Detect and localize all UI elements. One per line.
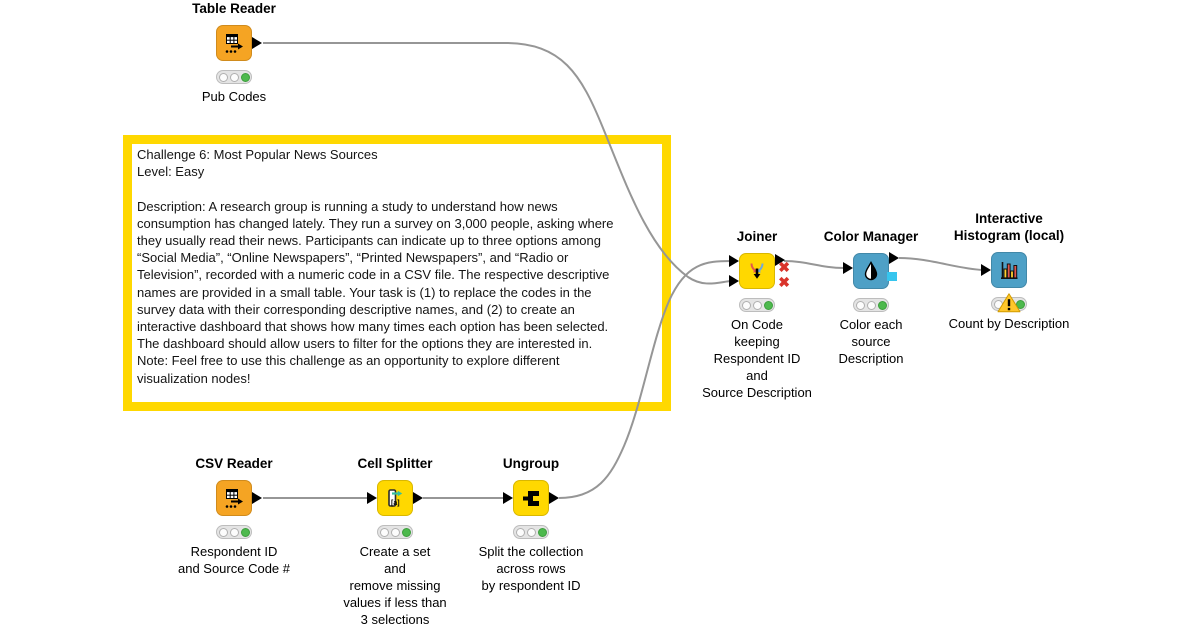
ungroup-body[interactable] xyxy=(503,480,559,516)
output-port[interactable] xyxy=(549,492,559,504)
histogram-icon xyxy=(1001,262,1018,280)
input-port[interactable] xyxy=(367,492,377,504)
input-port[interactable] xyxy=(843,262,853,274)
node-label: Split the collection across rows by resp… xyxy=(478,544,584,593)
input-port-1[interactable] xyxy=(729,255,739,267)
table-reader-body[interactable] xyxy=(216,25,262,61)
status-dot-green xyxy=(240,527,250,537)
workflow-annotation[interactable]: Challenge 6: Most Popular News Sources L… xyxy=(123,135,671,411)
status-dot-green xyxy=(877,300,887,310)
traffic-light xyxy=(377,525,413,539)
status-dot-green xyxy=(240,72,250,82)
node-ungroup[interactable]: Ungroup Split the collection across rows… xyxy=(446,456,616,594)
status-dot-yellow xyxy=(866,300,876,310)
unconnected-port-x-icon: ✖ xyxy=(778,274,790,290)
node-title: Interactive Histogram (local) xyxy=(953,211,1065,243)
node-label: Respondent ID and Source Code # xyxy=(177,544,291,576)
node-title: Joiner xyxy=(736,229,778,244)
traffic-light xyxy=(991,293,1027,313)
output-port[interactable] xyxy=(775,254,785,266)
color-manager-body[interactable] xyxy=(843,252,899,289)
node-table-reader[interactable]: Table Reader Pub Codes xyxy=(149,1,319,105)
status-dot-red xyxy=(855,300,865,310)
table-reader-icon xyxy=(225,34,243,53)
node-color-manager[interactable]: Color Manager Color each source Descript… xyxy=(786,229,956,367)
status-dot-red xyxy=(741,300,751,310)
input-port-2[interactable] xyxy=(729,275,739,287)
node-title: Cell Splitter xyxy=(357,456,433,471)
color-drop-icon xyxy=(864,261,878,281)
node-interactive-histogram[interactable]: Interactive Histogram (local) Count by xyxy=(924,211,1094,332)
node-title: Table Reader xyxy=(192,1,276,16)
status-dot-yellow xyxy=(229,72,239,82)
svg-text:[a]: [a] xyxy=(391,500,400,507)
status-dot-red xyxy=(218,527,228,537)
traffic-light xyxy=(853,298,889,312)
input-port[interactable] xyxy=(981,264,991,276)
status-dot-red xyxy=(218,72,228,82)
output-port[interactable] xyxy=(252,492,262,504)
node-cell-splitter[interactable]: Cell Splitter [a] Create a set and remov… xyxy=(310,456,480,628)
status-dot-yellow xyxy=(526,527,536,537)
csv-reader-icon xyxy=(225,489,243,508)
node-label: Create a set and remove missing values i… xyxy=(343,544,447,627)
output-port[interactable] xyxy=(252,37,262,49)
joiner-icon xyxy=(750,263,764,279)
traffic-light xyxy=(739,298,775,312)
input-port[interactable] xyxy=(503,492,513,504)
node-label: Count by Description xyxy=(948,316,1070,331)
traffic-light xyxy=(216,525,252,539)
node-csv-reader[interactable]: CSV Reader Respondent ID and Source Code… xyxy=(149,456,319,577)
status-dot-red xyxy=(993,299,1003,309)
traffic-light xyxy=(513,525,549,539)
joiner-body[interactable]: ✖ ✖ xyxy=(729,253,790,289)
status-dot-red xyxy=(379,527,389,537)
csv-reader-body[interactable] xyxy=(216,480,262,516)
status-dot-yellow xyxy=(229,527,239,537)
status-dot-green xyxy=(763,300,773,310)
node-title: CSV Reader xyxy=(195,456,273,471)
status-dot-yellow xyxy=(390,527,400,537)
annotation-text: Challenge 6: Most Popular News Sources L… xyxy=(137,147,614,386)
traffic-light xyxy=(216,70,252,84)
status-dot-red xyxy=(515,527,525,537)
histogram-body[interactable] xyxy=(981,252,1027,288)
cell-splitter-body[interactable]: [a] xyxy=(367,480,423,516)
node-label: Pub Codes xyxy=(201,89,267,104)
output-port[interactable] xyxy=(413,492,423,504)
status-dot-green xyxy=(1015,299,1025,309)
warning-icon xyxy=(997,293,1021,313)
status-dot-green xyxy=(537,527,547,537)
node-label: Color each source Description xyxy=(838,317,904,366)
output-port[interactable] xyxy=(889,252,899,264)
node-title: Ungroup xyxy=(502,456,560,471)
color-model-port[interactable] xyxy=(887,272,897,281)
ungroup-icon xyxy=(523,491,539,506)
node-title: Color Manager xyxy=(823,229,919,244)
cell-splitter-icon: [a] xyxy=(388,489,403,507)
status-dot-green xyxy=(401,527,411,537)
status-dot-yellow xyxy=(752,300,762,310)
